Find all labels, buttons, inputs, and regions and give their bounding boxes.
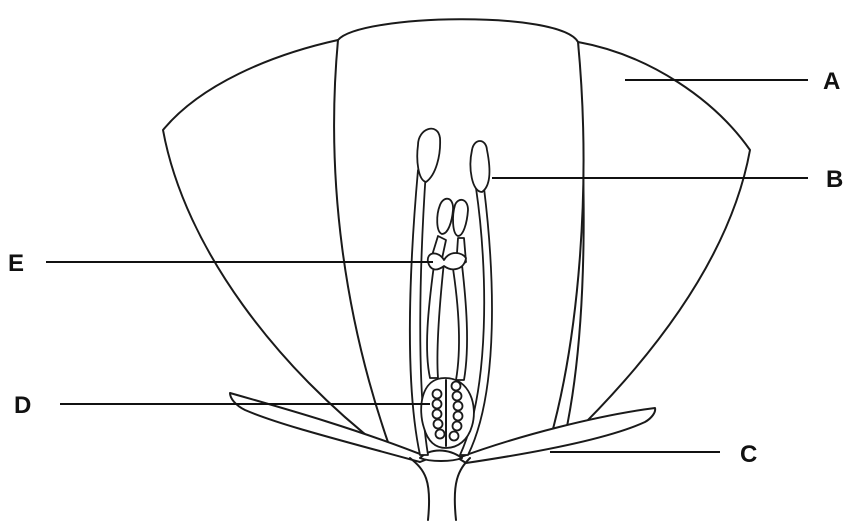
stalk [410, 458, 429, 520]
stalk-right [455, 458, 470, 520]
ovule [433, 400, 442, 409]
ovule [433, 390, 442, 399]
label-b: B [826, 166, 843, 193]
ovule [454, 402, 463, 411]
ovule [436, 430, 445, 439]
right-anther [470, 141, 489, 192]
ovule [454, 412, 463, 421]
label-c: C [740, 441, 757, 468]
ovule [433, 410, 442, 419]
label-e: E [8, 250, 24, 277]
ovule [452, 382, 461, 391]
ovule [450, 432, 459, 441]
ovule [453, 422, 462, 431]
pistil-shoulder [428, 253, 466, 269]
ovule [453, 392, 462, 401]
label-a: A [823, 68, 840, 95]
label-d: D [14, 392, 31, 419]
ovule [434, 420, 443, 429]
right-petal [565, 42, 750, 438]
ovary [421, 378, 474, 448]
